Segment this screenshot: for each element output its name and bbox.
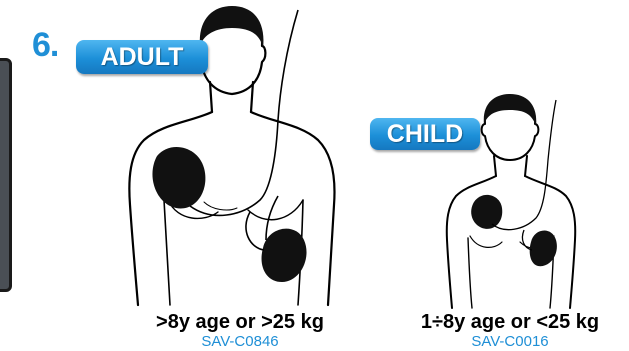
electrode-pad-icon — [152, 147, 205, 209]
side-tab — [0, 58, 12, 292]
child-caption: 1÷8y age or <25 kg SAV-C0016 — [395, 312, 625, 349]
adult-pad-code: SAV-C0846 — [120, 334, 360, 349]
step-number: 6. — [32, 26, 58, 65]
child-pad-code: SAV-C0016 — [395, 334, 625, 349]
adult-badge: ADULT — [76, 40, 208, 74]
adult-caption: >8y age or >25 kg SAV-C0846 — [120, 312, 360, 349]
electrode-pad-icon — [471, 195, 502, 229]
adult-criteria: >8y age or >25 kg — [120, 312, 360, 332]
child-criteria: 1÷8y age or <25 kg — [395, 312, 625, 332]
child-badge: CHILD — [370, 118, 480, 150]
